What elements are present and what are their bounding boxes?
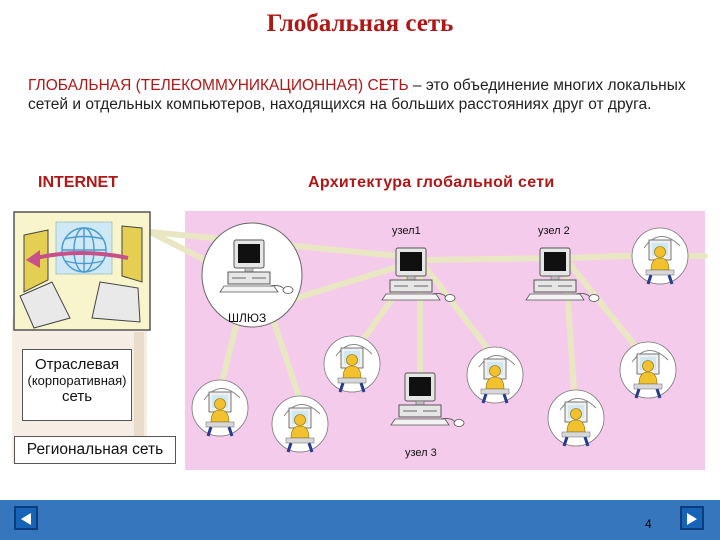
gateway-label: ШЛЮЗ (228, 311, 267, 325)
industry-line2: (корпоративная) (27, 373, 127, 388)
next-slide-button[interactable] (680, 506, 704, 530)
node2-label: узел 2 (538, 225, 570, 237)
user-workstation-1 (631, 227, 689, 286)
industry-network-box: Отраслевая (корпоративная) сеть (22, 349, 132, 421)
page-number: 4 (645, 517, 652, 531)
architecture-label: Архитектура глобальной сети (308, 174, 555, 191)
regional-network-box: Региональная сеть (14, 436, 176, 464)
user-workstation-4 (619, 341, 677, 400)
gateway-computer (201, 222, 303, 328)
left-triangle-icon (21, 513, 31, 525)
internet-illustration (13, 211, 151, 331)
user-workstation-2 (323, 335, 381, 394)
user-workstation-5 (191, 379, 249, 438)
industry-line1: Отраслевая (34, 356, 120, 373)
prev-slide-button[interactable] (14, 506, 38, 530)
right-triangle-icon (687, 513, 697, 525)
user-workstation-7 (547, 389, 605, 448)
definition-term: ГЛОБАЛЬНАЯ (ТЕЛЕКОММУНИКАЦИОННАЯ) СЕТЬ (28, 77, 409, 94)
user-workstations (191, 227, 689, 454)
node3-computer (390, 372, 465, 427)
industry-line3: сеть (61, 388, 93, 405)
slide-title: Глобальная сеть (266, 10, 454, 37)
definition-text: ГЛОБАЛЬНАЯ (ТЕЛЕКОММУНИКАЦИОННАЯ) СЕТЬ –… (28, 76, 698, 114)
node3-label: узел 3 (405, 447, 437, 459)
user-workstation-3 (466, 346, 524, 405)
footer-bar (0, 500, 720, 540)
internet-label: INTERNET (38, 174, 118, 191)
definition-body: – это объединение многих локальных сетей… (28, 77, 686, 113)
user-workstation-6 (271, 395, 329, 454)
node1-label: узел1 (392, 225, 421, 237)
